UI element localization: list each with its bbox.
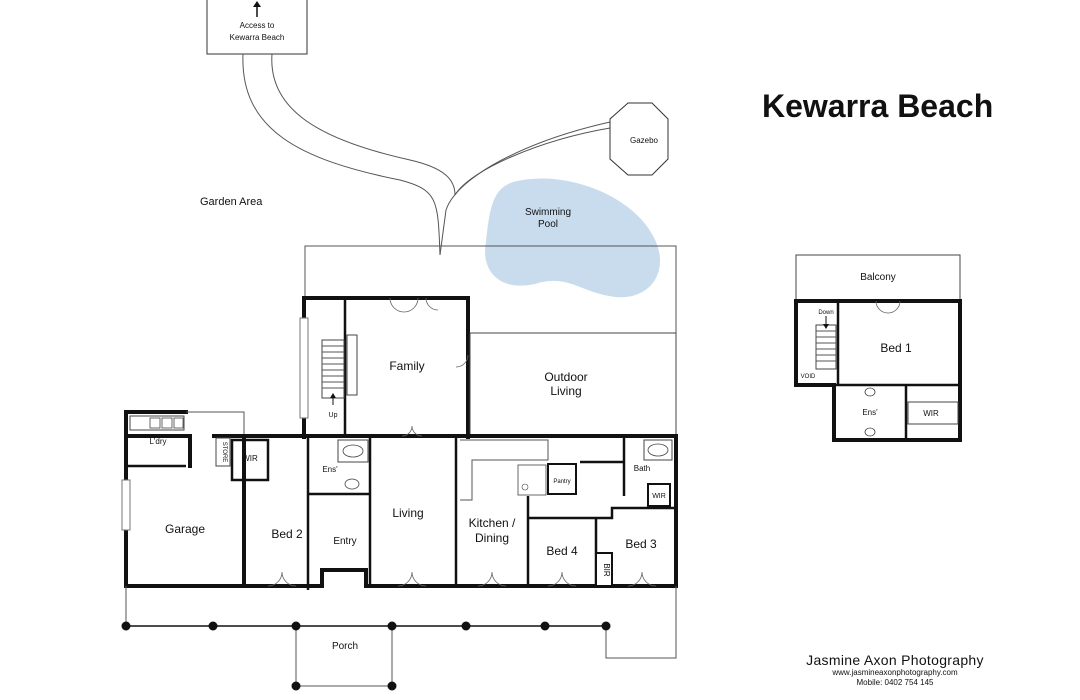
credit-mobile: Mobile: 0402 754 145 <box>856 678 934 687</box>
house-walls <box>121 434 678 588</box>
entry-label: Entry <box>333 536 356 547</box>
porch-label: Porch <box>332 641 358 652</box>
arrow-up-icon <box>253 1 261 7</box>
credit-url: www.jasmineaxonphotography.com <box>832 668 958 677</box>
bath: Bath WIR <box>580 438 673 507</box>
stairs-down <box>815 316 837 370</box>
balcony-label: Balcony <box>860 272 896 283</box>
laundry: L'dry <box>124 410 245 468</box>
ens-upper-label: Ens' <box>862 408 878 417</box>
up-label: Up <box>329 412 338 419</box>
store-wir: STORE WIR <box>215 437 270 482</box>
access-label-2: Kewarra Beach <box>230 33 285 42</box>
void-label: VOID <box>801 374 816 380</box>
bed3-label: Bed 3 <box>625 537 657 551</box>
garden-label: Garden Area <box>200 196 263 208</box>
living: Living <box>392 425 458 587</box>
bed1-label: Bed 1 <box>880 341 912 355</box>
wir-main-label: WIR <box>242 454 258 463</box>
garage-label: Garage <box>165 522 205 536</box>
pantry: Pantry <box>547 463 577 495</box>
wir-bed3-label: WIR <box>652 493 666 500</box>
driveway <box>242 53 611 256</box>
wir-upper-label: WIR <box>923 409 939 418</box>
swimming-pool: Swimming Pool <box>485 178 661 298</box>
arrow-up-icon <box>330 393 336 398</box>
family-room: Up Family <box>299 296 470 439</box>
laundry-label: L'dry <box>149 437 166 446</box>
access-sign: Access to Kewarra Beach <box>206 0 308 55</box>
bath-label: Bath <box>634 464 650 473</box>
page-title: Kewarra Beach <box>762 88 994 124</box>
ensuite: Ens' <box>308 438 372 586</box>
gazebo-label: Gazebo <box>630 136 659 145</box>
stairs-up <box>321 339 345 405</box>
outdoor-living: Outdoor Living <box>469 332 677 436</box>
gazebo: Gazebo <box>609 102 669 176</box>
ens-main-label: Ens' <box>322 465 338 474</box>
kitchen: Kitchen / Dining <box>460 439 598 587</box>
bed4-label: Bed 4 <box>546 544 578 558</box>
bed2-label: Bed 2 <box>271 527 303 541</box>
pool-label-1: Swimming <box>525 207 571 218</box>
living-label: Living <box>392 506 423 520</box>
access-label-1: Access to <box>240 21 275 30</box>
porch: Porch <box>121 586 677 691</box>
arrow-down-icon <box>823 324 829 329</box>
down-label: Down <box>818 310 833 316</box>
photographer-credit: Jasmine Axon Photography www.jasmineaxon… <box>780 652 1010 688</box>
outdoor-label-1: Outdoor <box>544 370 587 384</box>
pool-label-2: Pool <box>538 219 558 230</box>
bed4: Bed 4 <box>546 544 578 587</box>
family-label: Family <box>389 359 424 373</box>
outdoor-label-2: Living <box>550 384 581 398</box>
upper-floor: Balcony Down VOID Bed 1 Ens' WIR <box>794 254 962 442</box>
pantry-label: Pantry <box>553 479 570 485</box>
bir: BIR <box>595 552 613 587</box>
kitchen-label-1: Kitchen / <box>469 516 516 530</box>
kitchen-label-2: Dining <box>475 531 509 545</box>
bed3: Bed 3 <box>596 506 676 587</box>
bed2: Bed 2 <box>267 438 310 590</box>
store-label: STORE <box>221 442 227 463</box>
bir-label: BIR <box>602 563 611 577</box>
credit-name: Jasmine Axon Photography <box>806 652 984 668</box>
